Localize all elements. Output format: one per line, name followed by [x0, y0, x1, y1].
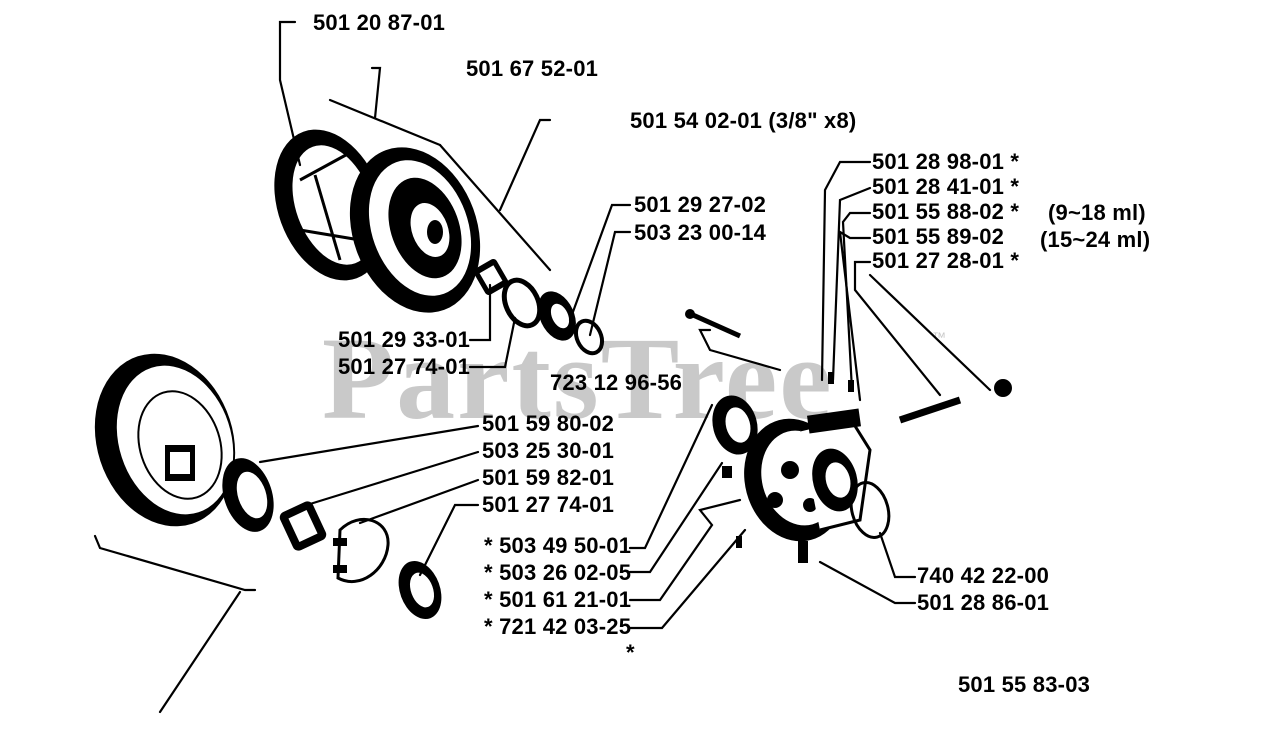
label-501-28-98-01: 501 28 98-01 *: [872, 149, 1019, 174]
upper-needle-bearing: [473, 258, 509, 296]
label-503-25-30-01: 503 25 30-01: [482, 438, 614, 463]
figure-number: 501 55 83-03: [958, 672, 1090, 697]
label-501-29-27-02: 501 29 27-02: [634, 192, 766, 217]
upper-clutch-drum: [274, 129, 481, 313]
lower-sprocket: [222, 458, 274, 532]
label-501-27-74-01-bottom: 501 27 74-01: [482, 492, 614, 517]
lower-needle-bearing: [279, 501, 327, 551]
label-501-27-28-01: 501 27 28-01 *: [872, 248, 1019, 273]
upper-lock-washer: [573, 318, 605, 356]
upper-washer: [501, 277, 543, 329]
label-501-67-52-01: 501 67 52-01: [466, 56, 598, 81]
leader-lines: [93, 20, 992, 714]
label-501-28-86-01: 501 28 86-01: [917, 590, 1049, 615]
label-740-42-22-00: 740 42 22-00: [917, 563, 1049, 588]
oil-pump-screw: [685, 309, 742, 339]
watermark-trademark: ™: [932, 329, 946, 345]
label-501-61-21-01: * 501 61 21-01: [484, 587, 631, 612]
label-723-12-96-56: 723 12 96-56: [550, 370, 682, 395]
label-range-9-18: (9~18 ml): [1048, 200, 1146, 225]
label-501-27-74-01-top: 501 27 74-01: [338, 354, 470, 379]
label-501-59-80-02: 501 59 80-02: [482, 411, 614, 436]
label-501-55-88-02: 501 55 88-02 *: [872, 199, 1019, 224]
oil-pump-body: [744, 408, 872, 542]
label-501-20-87-01: 501 20 87-01: [313, 10, 445, 35]
upper-sprocket-rim: [538, 291, 576, 341]
label-503-49-50-01: * 503 49 50-01: [484, 533, 631, 558]
lower-washer: [398, 560, 442, 620]
label-503-26-02-05: * 503 26 02-05: [484, 560, 631, 585]
label-501-28-41-01: 501 28 41-01 *: [872, 174, 1019, 199]
oil-pump-gear: [712, 395, 758, 455]
label-asterisk-bottom: *: [626, 640, 635, 665]
pump-o-ring: [849, 481, 891, 539]
lower-rim-sprocket: [333, 517, 390, 584]
label-501-55-89-02: 501 55 89-02: [872, 224, 1004, 249]
label-501-54-02-01: 501 54 02-01 (3/8" x8): [630, 108, 856, 133]
adjusting-screw: [898, 379, 1012, 424]
label-range-15-24: (15~24 ml): [1040, 227, 1150, 252]
label-503-23-00-14: 503 23 00-14: [634, 220, 767, 245]
lower-clutch-drum: [94, 353, 236, 527]
label-501-59-82-01: 501 59 82-01: [482, 465, 614, 490]
label-501-29-33-01: 501 29 33-01: [338, 327, 470, 352]
label-721-42-03-25: * 721 42 03-25: [484, 614, 631, 639]
